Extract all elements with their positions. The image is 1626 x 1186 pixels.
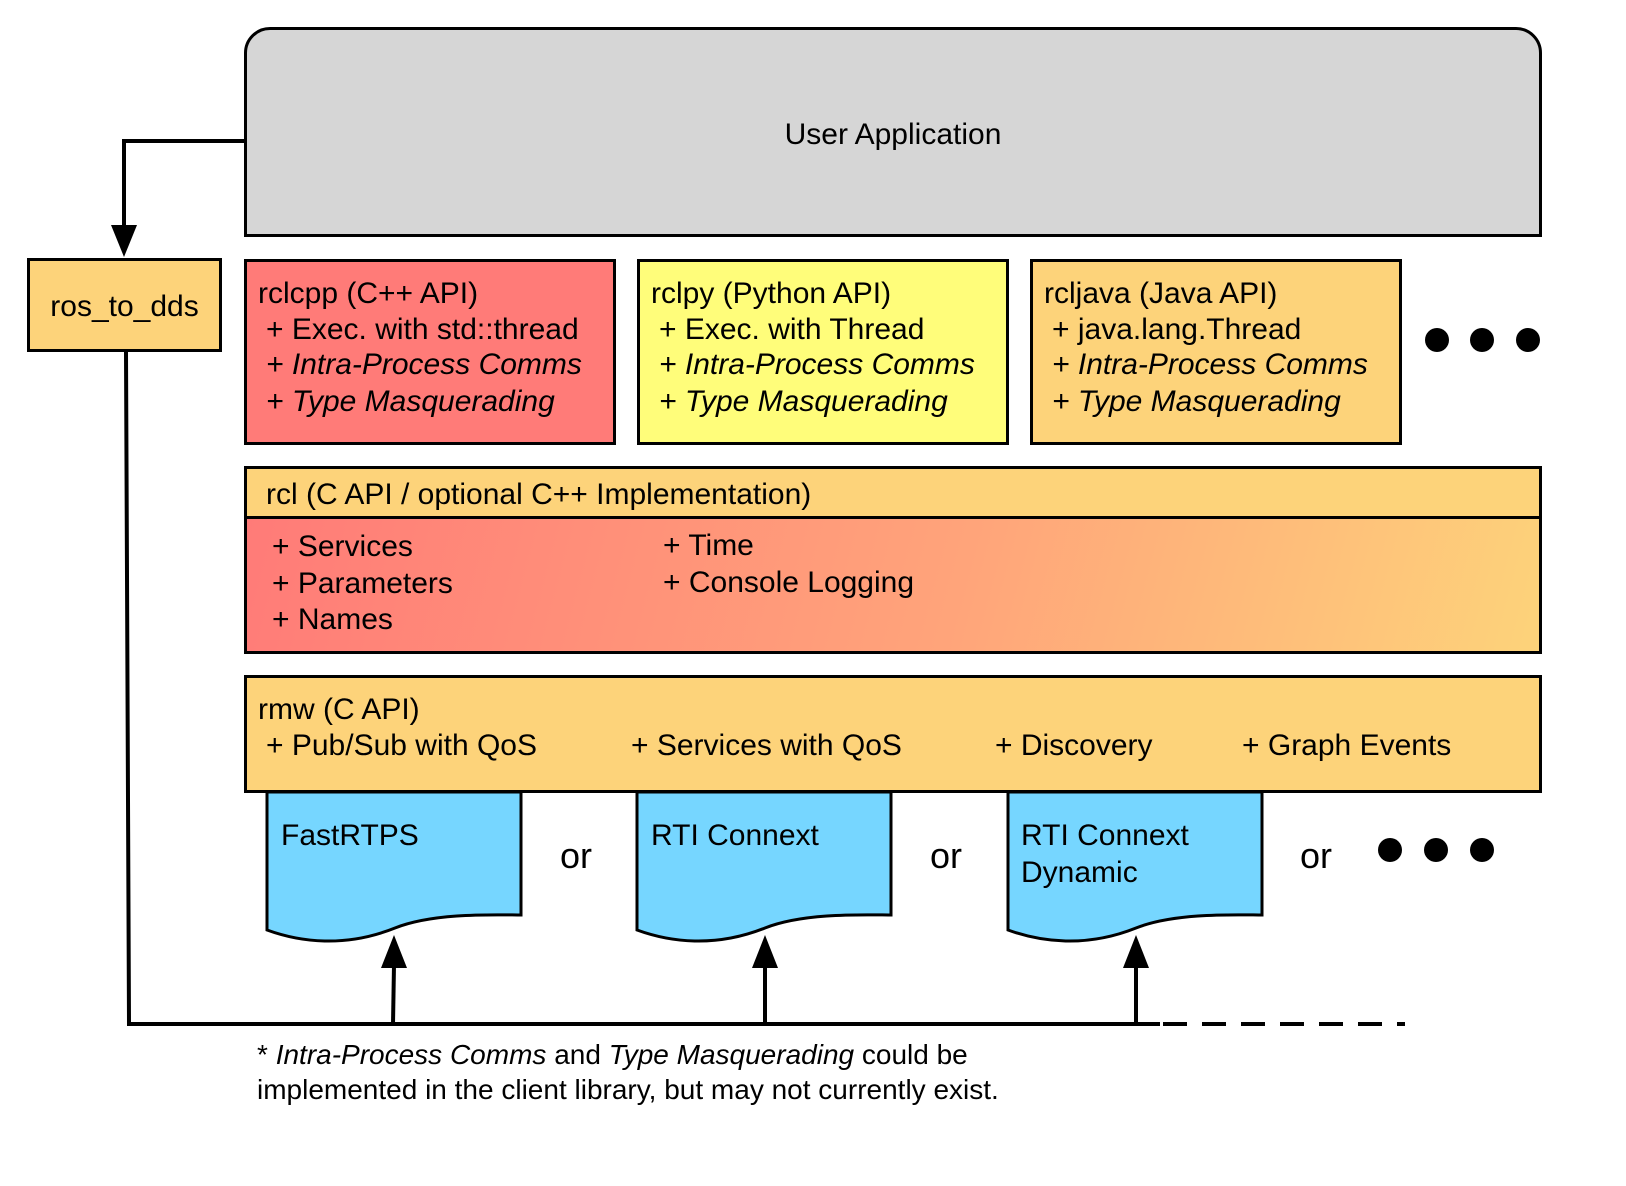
footnote-line-2: implemented in the client library, but m…	[257, 1074, 999, 1105]
footnote-star: *	[257, 1039, 268, 1070]
or-separator: or	[930, 835, 963, 876]
rcl-body: + Services + Parameters + Names + Time +…	[247, 516, 1539, 651]
footnote-intra-process: Intra-Process Comms	[275, 1039, 547, 1070]
ros-to-dds-bus-line	[124, 351, 1160, 1026]
rclcpp-box: rclcpp (C++ API) + Exec. with std::threa…	[244, 259, 616, 445]
rcl-feature-parameters: + Parameters	[272, 567, 453, 600]
or-separator: or	[560, 835, 593, 876]
or-separator: or	[1300, 835, 1333, 876]
rcljava-feature-thread: + java.lang.Thread	[1052, 313, 1302, 346]
rti-connext-label: RTI Connext	[651, 819, 819, 852]
rcl-title: rcl (C API / optional C++ Implementation…	[266, 478, 812, 511]
footnote-and: and	[554, 1039, 601, 1070]
footnote-type-masquerading: Type Masquerading	[608, 1039, 855, 1070]
rcljava-title: rcljava (Java API)	[1044, 277, 1278, 310]
app-to-ros-to-dds-line	[122, 139, 244, 228]
rti-connext-dynamic-label: RTI Connext Dynamic	[1021, 819, 1189, 889]
rclpy-feature-thread: + Exec. with Thread	[659, 313, 925, 346]
rmw-feature-graph-events: + Graph Events	[1242, 729, 1452, 762]
user-application-label: User Application	[784, 118, 1002, 151]
rcl-box: rcl (C API / optional C++ Implementation…	[244, 466, 1542, 654]
bus-to-fastrtps-line	[391, 964, 396, 1025]
rclpy-box: rclpy (Python API) + Exec. with Thread +…	[637, 259, 1009, 445]
rclpy-feature-intra-process: + Intra-Process Comms	[659, 348, 975, 381]
rcljava-box: rcljava (Java API) + java.lang.Thread + …	[1030, 259, 1402, 445]
rti-connext-dynamic-shape	[1006, 790, 1264, 943]
rclcpp-feature-intra-process: + Intra-Process Comms	[266, 348, 582, 381]
rmw-title: rmw (C API)	[258, 693, 420, 726]
rclcpp-feature-thread: + Exec. with std::thread	[266, 313, 579, 346]
arrow-head-icon	[1123, 935, 1149, 968]
arrow-head-icon	[111, 225, 137, 257]
arrow-head-icon	[752, 935, 778, 968]
rclcpp-title: rclcpp (C++ API)	[258, 277, 479, 310]
fastrtps-label: FastRTPS	[281, 819, 419, 852]
rcl-feature-services: + Services	[272, 530, 413, 563]
rcl-feature-names: + Names	[272, 603, 393, 636]
footnote-could-be: could be	[861, 1039, 968, 1070]
rmw-feature-pubsub: + Pub/Sub with QoS	[266, 729, 537, 762]
rmw-feature-discovery: + Discovery	[995, 729, 1153, 762]
rmw-feature-services: + Services with QoS	[631, 729, 902, 762]
user-application-box: User Application	[244, 27, 1542, 237]
rclpy-title: rclpy (Python API)	[651, 277, 892, 310]
rcljava-feature-type-masquerading: + Type Masquerading	[1052, 385, 1341, 418]
more-client-libraries-ellipsis-icon	[1425, 328, 1540, 352]
ros-to-dds-label: ros_to_dds	[50, 290, 199, 323]
rcl-feature-time: + Time	[663, 529, 754, 562]
more-implementations-ellipsis-icon	[1378, 838, 1494, 862]
rclcpp-feature-type-masquerading: + Type Masquerading	[266, 385, 555, 418]
rcljava-feature-intra-process: + Intra-Process Comms	[1052, 348, 1368, 381]
rcl-feature-console-logging: + Console Logging	[663, 566, 915, 599]
fastrtps-shape	[265, 790, 523, 943]
rmw-box: rmw (C API) + Pub/Sub with QoS + Service…	[244, 675, 1542, 793]
arrow-head-icon	[381, 935, 407, 968]
footnote-line-1: * Intra-Process Comms and Type Masquerad…	[257, 1036, 968, 1073]
ros-to-dds-box: ros_to_dds	[27, 258, 222, 352]
rti-connext-shape	[635, 790, 893, 943]
rclpy-feature-type-masquerading: + Type Masquerading	[659, 385, 948, 418]
